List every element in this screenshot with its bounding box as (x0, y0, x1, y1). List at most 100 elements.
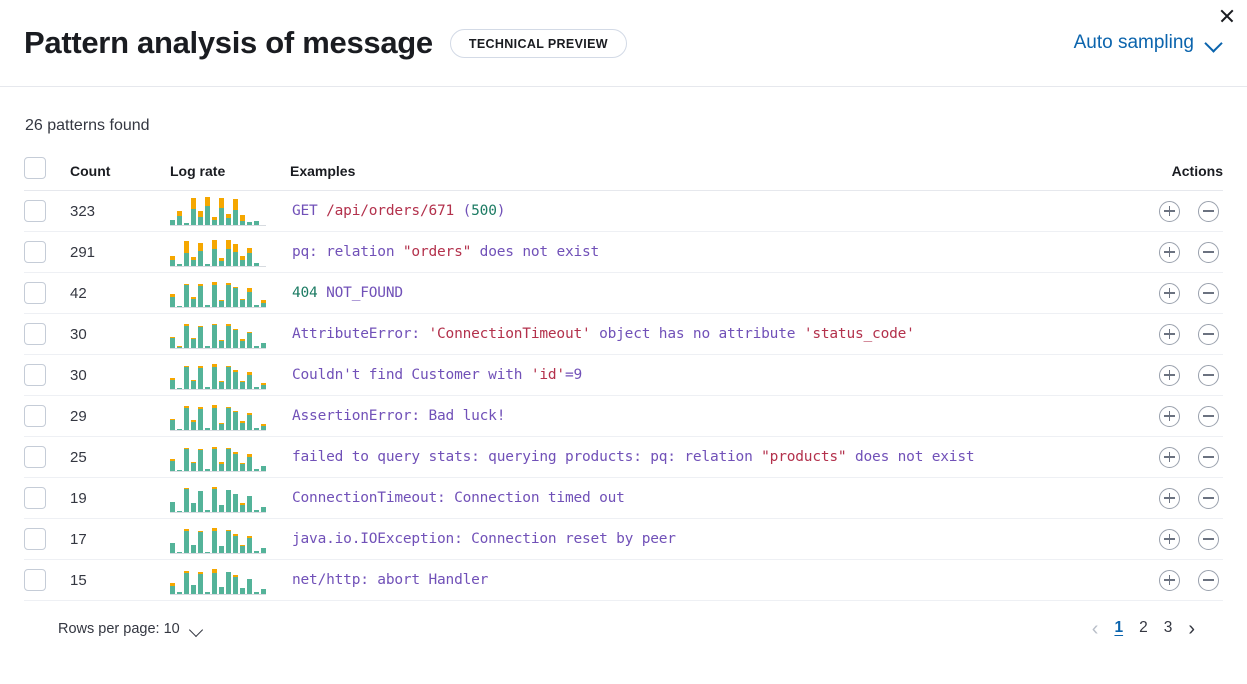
chevron-right-icon[interactable]: › (1188, 618, 1195, 640)
circle-plus-icon[interactable] (1159, 323, 1180, 345)
table-header-row: Count Log rate Examples Actions (24, 157, 1223, 191)
chevron-down-icon[interactable] (189, 622, 204, 637)
sparkline-bar (177, 264, 182, 266)
page-number-2[interactable]: 2 (1139, 619, 1148, 636)
sparkline-bar (191, 585, 196, 594)
row-actions (1108, 405, 1223, 427)
sparkline-bar-base (198, 574, 203, 594)
circle-plus-icon[interactable] (1159, 364, 1180, 386)
page-number-1[interactable]: 1 (1114, 619, 1124, 636)
row-checkbox[interactable] (24, 487, 46, 509)
row-checkbox[interactable] (24, 405, 46, 427)
circle-plus-icon[interactable] (1159, 200, 1180, 222)
column-log-rate[interactable]: Log rate (170, 157, 290, 191)
count-cell: 17 (70, 530, 87, 548)
circle-minus-icon[interactable] (1198, 528, 1219, 550)
log-rate-sparkline (170, 360, 266, 390)
select-all-checkbox[interactable] (24, 157, 46, 179)
sparkline-bar (205, 305, 210, 307)
sparkline-bar (240, 421, 245, 430)
rows-per-page-button[interactable]: Rows per page: 10 (58, 621, 204, 637)
log-rate-cell (170, 560, 290, 601)
sparkline-bar-base (254, 550, 259, 553)
row-checkbox[interactable] (24, 569, 46, 591)
row-actions (1108, 241, 1223, 263)
chevron-left-icon[interactable]: ‹ (1091, 618, 1099, 640)
page-number-3[interactable]: 3 (1163, 619, 1173, 636)
sparkline-bar-base (212, 407, 217, 430)
row-checkbox[interactable] (24, 241, 46, 263)
circle-plus-icon[interactable] (1159, 241, 1180, 263)
sparkline-bar (212, 569, 217, 594)
circle-plus-icon[interactable] (1159, 528, 1180, 550)
column-examples[interactable]: Examples (290, 157, 1108, 191)
sparkline-bar (184, 283, 189, 307)
circle-minus-icon[interactable] (1198, 446, 1219, 468)
circle-minus-icon[interactable] (1198, 200, 1219, 222)
sparkline-bar (233, 199, 238, 225)
sparkline-bar (191, 544, 196, 553)
row-checkbox[interactable] (24, 282, 46, 304)
sparkline-bar (205, 551, 210, 553)
row-actions (1108, 282, 1223, 304)
sparkline-bar-top (184, 365, 189, 368)
circle-plus-icon[interactable] (1159, 569, 1180, 591)
circle-minus-icon[interactable] (1198, 364, 1219, 386)
example-token-default: pq: relation (292, 244, 403, 260)
sparkline-bar-base (240, 220, 245, 225)
sparkline-bar (198, 210, 203, 225)
sparkline-bar (261, 383, 266, 389)
row-checkbox[interactable] (24, 446, 46, 468)
sparkline-bar-base (219, 504, 224, 512)
patterns-found-label: 26 patterns found (25, 117, 150, 134)
circle-minus-icon[interactable] (1198, 405, 1219, 427)
sparkline-bar-top (184, 570, 189, 573)
sparkline-bar-base (226, 449, 231, 471)
circle-plus-icon[interactable] (1159, 446, 1180, 468)
sparkline-bar (261, 424, 266, 430)
sparkline-bar (254, 591, 259, 594)
row-checkbox[interactable] (24, 528, 46, 550)
example-cell: failed to query stats: querying products… (290, 437, 1108, 478)
sparkline-bar (219, 299, 224, 307)
column-count[interactable]: Count (70, 157, 170, 191)
circle-plus-icon[interactable] (1159, 282, 1180, 304)
sparkline-bar-base (184, 531, 189, 553)
sparkline-bar-top (233, 575, 238, 578)
technical-preview-badge: TECHNICAL PREVIEW (449, 28, 627, 58)
sparkline-bar-top (233, 286, 238, 289)
example-token-string: 'id' (530, 367, 565, 383)
circle-minus-icon[interactable] (1198, 569, 1219, 591)
row-checkbox[interactable] (24, 364, 46, 386)
circle-plus-icon[interactable] (1159, 405, 1180, 427)
circle-plus-icon[interactable] (1159, 487, 1180, 509)
circle-minus-icon[interactable] (1198, 323, 1219, 345)
close-icon[interactable] (1213, 2, 1241, 30)
circle-minus-icon[interactable] (1198, 487, 1219, 509)
sparkline-bar-base (247, 456, 252, 471)
chevron-down-icon[interactable] (1205, 34, 1223, 52)
sparkline-bar (219, 198, 224, 225)
actions-cell (1108, 191, 1223, 232)
circle-minus-icon[interactable] (1198, 282, 1219, 304)
row-checkbox[interactable] (24, 323, 46, 345)
sparkline-bar-base (212, 366, 217, 389)
auto-sampling-button[interactable]: Auto sampling (1073, 32, 1194, 53)
sparkline-bar (198, 325, 203, 348)
sparkline-bar-top (184, 528, 189, 532)
circle-minus-icon[interactable] (1198, 241, 1219, 263)
row-select-cell (24, 519, 70, 560)
row-select-cell (24, 437, 70, 478)
sparkline-bar-top (184, 406, 189, 408)
row-checkbox[interactable] (24, 200, 46, 222)
